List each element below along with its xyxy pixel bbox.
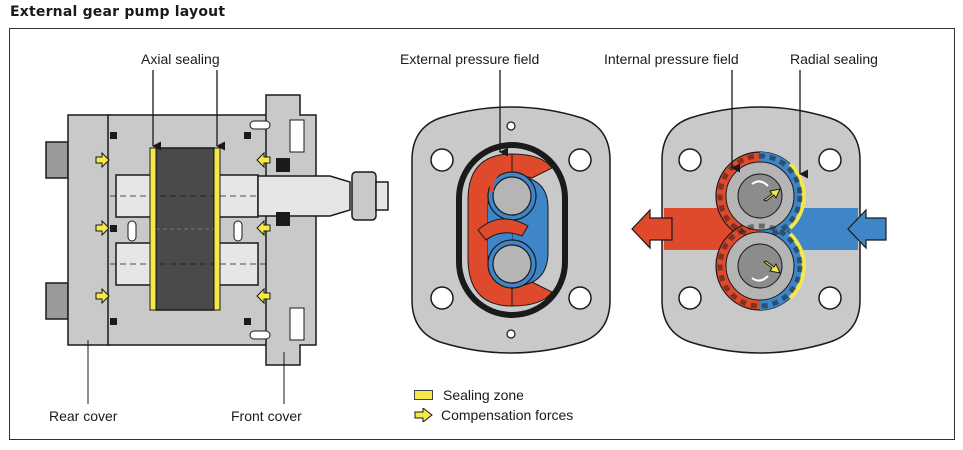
gear-upper <box>717 153 803 239</box>
figure-frame <box>9 28 955 440</box>
rear-bolt-bottom <box>45 282 69 320</box>
label-radial-sealing: Radial sealing <box>790 51 878 67</box>
front-cover-slot-bottom <box>289 307 305 341</box>
legend-sealing-zone-label: Sealing zone <box>443 387 524 403</box>
internal-pressure-view <box>631 70 887 354</box>
front-cover-slot-top <box>289 119 305 153</box>
label-rear-cover: Rear cover <box>49 408 118 424</box>
drive-shaft <box>257 175 351 217</box>
shaft-tip <box>375 181 389 211</box>
label-internal-pressure-field: Internal pressure field <box>604 51 739 67</box>
outlet-arrow <box>631 208 673 250</box>
shaft-seal-bottom <box>276 212 290 226</box>
compensation-arrows <box>95 151 271 305</box>
legend-compensation-forces: Compensation forces <box>414 407 573 423</box>
axial-seal-right <box>213 147 221 311</box>
label-front-cover: Front cover <box>231 408 302 424</box>
page-title: External gear pump layout <box>10 4 226 20</box>
compensation-arrow-icon <box>414 408 433 422</box>
legend-sealing-zone: Sealing zone <box>414 387 524 403</box>
rear-bolt-top <box>45 141 69 179</box>
axial-seal-left <box>149 147 157 311</box>
inlet-arrow <box>847 208 887 250</box>
label-external-pressure-field: External pressure field <box>400 51 540 67</box>
gear-lower <box>717 223 803 309</box>
legend-compensation-forces-label: Compensation forces <box>441 407 574 423</box>
external-pressure-view <box>411 70 611 354</box>
sealing-zone-swatch <box>414 390 433 400</box>
shaft-seal-top <box>276 158 290 172</box>
label-axial-sealing: Axial sealing <box>141 51 220 67</box>
pump-cross-section <box>45 70 389 404</box>
shaft-nut <box>351 171 377 221</box>
